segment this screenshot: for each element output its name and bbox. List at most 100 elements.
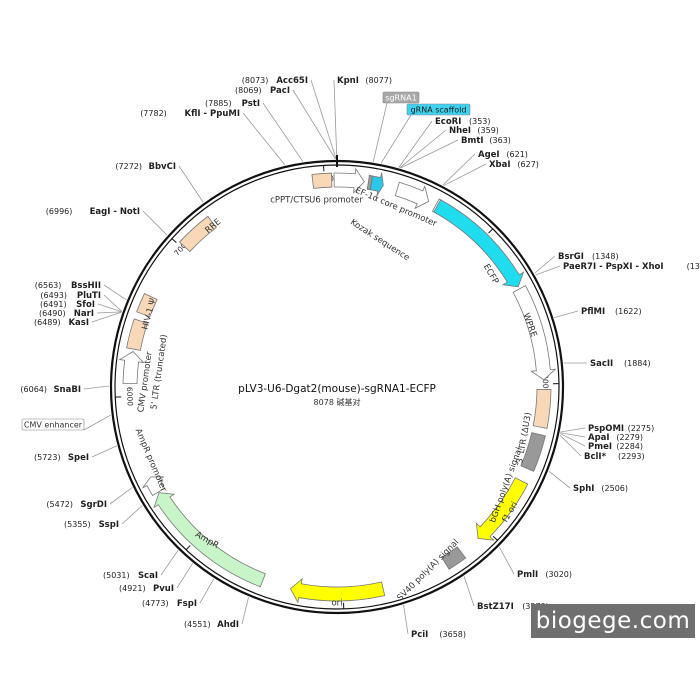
site-leader-line bbox=[463, 576, 475, 607]
site-bsshii: BssHII(6563) bbox=[35, 281, 101, 291]
site-position: (7885) bbox=[205, 99, 232, 108]
site-position: (3658) bbox=[439, 630, 466, 639]
site-name: ScaI bbox=[138, 571, 158, 581]
watermark: biogege.com bbox=[531, 604, 695, 638]
site-position: (8073) bbox=[242, 76, 269, 85]
site-name: EcoRI bbox=[435, 117, 461, 127]
site-kasi: KasI (6489) bbox=[34, 318, 89, 328]
site-name: SphI bbox=[573, 484, 594, 494]
site-bmti: BmtI(363) bbox=[461, 136, 511, 146]
site-leader-line bbox=[142, 210, 168, 236]
tag-label: sgRNA1 bbox=[385, 94, 416, 103]
site-leader-line bbox=[400, 139, 459, 169]
site-name: NarI bbox=[74, 309, 94, 319]
site-name: PluTI bbox=[77, 291, 101, 301]
site-name: SpeI bbox=[68, 453, 89, 463]
site-leader-line bbox=[333, 79, 338, 160]
site-ahdi: AhdI(4551) bbox=[184, 620, 239, 630]
feature-rre bbox=[178, 215, 217, 253]
site-leader-line bbox=[560, 427, 586, 433]
tag-sgrna1: sgRNA1 bbox=[382, 91, 420, 104]
tick-mark bbox=[171, 238, 177, 243]
site-leader-line bbox=[109, 487, 133, 505]
site-name: BclI* bbox=[584, 452, 607, 462]
site-name: KasI bbox=[68, 318, 89, 328]
site-position: (5355) bbox=[64, 520, 91, 529]
feature-hiv-1 bbox=[136, 292, 158, 318]
site-snabi: SnaBI (6064) bbox=[20, 385, 81, 395]
site-position: (4921) bbox=[119, 584, 146, 593]
feature-ef-1-core-promoter bbox=[394, 181, 430, 210]
site-position: (1348) bbox=[592, 252, 619, 261]
site-name: ApaI bbox=[588, 433, 610, 443]
site-sspi: SspI(5355) bbox=[64, 520, 119, 530]
site-leader-line bbox=[160, 550, 179, 576]
site-leader-line bbox=[548, 470, 571, 489]
tag-box bbox=[382, 91, 420, 104]
site-name: AgeI bbox=[478, 150, 500, 160]
feature-ampr-promoter bbox=[142, 476, 166, 497]
site-leader-line bbox=[103, 294, 123, 312]
site-leader-line bbox=[443, 163, 487, 186]
site-name: PacI bbox=[270, 86, 290, 96]
site-position: (1884) bbox=[624, 359, 651, 368]
site-position: (8077) bbox=[365, 76, 392, 85]
site-position: (3020) bbox=[545, 570, 572, 579]
site-position: (4551) bbox=[184, 620, 211, 629]
tick-mark bbox=[185, 545, 191, 551]
site-name: FspI bbox=[177, 599, 197, 609]
feature-3-ltr-u3 bbox=[532, 389, 552, 429]
site-sacii: SacII(1884) bbox=[590, 359, 651, 369]
tick-label: 6000 bbox=[125, 387, 135, 407]
site-leader-line bbox=[96, 311, 122, 314]
site-position: (6490) bbox=[39, 309, 66, 318]
site-pmli: PmlI(3020) bbox=[517, 570, 572, 580]
site-position: (621) bbox=[506, 150, 528, 159]
site-leader-line bbox=[242, 112, 286, 166]
feature-sv40-poly-a-signal bbox=[441, 546, 467, 570]
site-name: XbaI bbox=[489, 160, 511, 170]
site-sfoi: SfoI(6491) bbox=[40, 300, 95, 310]
site-pluti: PluTI(6493) bbox=[40, 291, 101, 301]
site-position: (1622) bbox=[615, 307, 642, 316]
feature-wpre bbox=[512, 285, 557, 381]
site-pmei: PmeI(2284) bbox=[588, 442, 643, 452]
tick-mark bbox=[492, 535, 498, 541]
site-position: (2293) bbox=[618, 452, 645, 461]
backbone bbox=[109, 155, 565, 615]
site-position: (5472) bbox=[46, 500, 73, 509]
site-leader-line bbox=[91, 311, 122, 323]
tag-leader-line bbox=[83, 414, 111, 431]
site-fspi: FspI (4773) bbox=[142, 599, 197, 609]
feature-label-cppt-cts: cPPT/CTS bbox=[270, 196, 310, 206]
site-name: PstI bbox=[242, 99, 260, 109]
site-position: (4773) bbox=[142, 599, 169, 608]
site-leader-line bbox=[399, 129, 447, 169]
site-acc65i: Acc65I(8073) bbox=[242, 76, 308, 86]
site-position: (2284) bbox=[616, 442, 643, 451]
site-leader-line bbox=[199, 578, 215, 604]
site-name: PaeR7I - PspXI - XhoI bbox=[563, 262, 664, 272]
site-position: (6489) bbox=[34, 318, 61, 327]
site-pcii: PciI(3658) bbox=[411, 630, 466, 640]
site-spei: SpeI (5723) bbox=[34, 453, 89, 463]
site-leader-line bbox=[560, 432, 586, 438]
tag-leader-line bbox=[380, 114, 412, 164]
site-name: SnaBI bbox=[53, 385, 81, 395]
site-position: (6064) bbox=[20, 385, 47, 394]
tag-box bbox=[21, 418, 85, 431]
feature-ecfp bbox=[433, 199, 525, 288]
site-position: (6563) bbox=[35, 281, 62, 290]
feature-label-kozak-sequence: Kozak sequence bbox=[348, 218, 411, 264]
site-apai: ApaI(2279) bbox=[588, 433, 643, 443]
site-leader-line bbox=[292, 89, 336, 160]
site-agei: AgeI (621) bbox=[478, 150, 528, 160]
site-position: (8069) bbox=[235, 86, 262, 95]
site-eagi-noti: EagI - NotI(6996) bbox=[46, 207, 140, 217]
site-position: (2506) bbox=[601, 484, 628, 493]
feature-label-u6-promoter: U6 promoter bbox=[309, 196, 363, 206]
site-nari: NarI (6490) bbox=[39, 309, 94, 319]
site-position: (5723) bbox=[34, 453, 61, 462]
